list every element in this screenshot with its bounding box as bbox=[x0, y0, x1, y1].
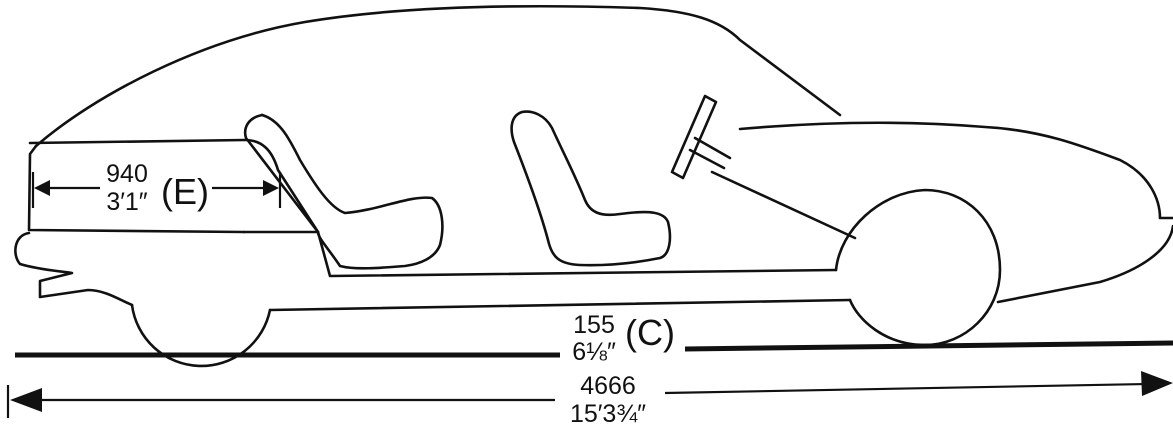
e-arrowhead-right bbox=[263, 180, 279, 196]
steering-assembly bbox=[670, 94, 732, 180]
dimension-ground-clearance: 155 6⅛″ (C) bbox=[572, 311, 675, 366]
rear-wheel bbox=[130, 303, 272, 368]
c-value-imperial: 6⅛″ bbox=[572, 338, 616, 366]
firewall-line bbox=[710, 170, 857, 240]
e-value-mm: 940 bbox=[106, 160, 148, 188]
front-wheel-arch bbox=[834, 188, 1002, 347]
c-value-mm: 155 bbox=[573, 311, 615, 339]
sill-line bbox=[268, 298, 852, 312]
e-value-imperial: 3′1″ bbox=[106, 188, 147, 216]
cabin-floor bbox=[242, 230, 838, 278]
c-letter: (C) bbox=[625, 312, 675, 353]
length-dimension-line-right bbox=[664, 382, 1149, 395]
ground-line-right bbox=[684, 340, 1173, 352]
rear-seat bbox=[243, 113, 444, 270]
ground-line bbox=[15, 340, 1173, 358]
e-arrowhead-left bbox=[34, 180, 50, 196]
car-outline bbox=[14, 4, 1173, 312]
length-value-mm: 4666 bbox=[580, 372, 636, 400]
rear-panel bbox=[27, 144, 246, 234]
steering-column bbox=[688, 136, 732, 170]
rear-seat-outline bbox=[260, 113, 444, 270]
roofline bbox=[34, 4, 842, 148]
rear-seat-back bbox=[243, 113, 320, 234]
bonnet-line bbox=[738, 121, 1173, 220]
length-arrowhead-right bbox=[1141, 371, 1173, 396]
length-arrowhead-left bbox=[10, 388, 42, 412]
luggage-lid-line bbox=[28, 138, 320, 234]
rear-bumper bbox=[14, 231, 134, 307]
wheels bbox=[130, 188, 1002, 368]
front-seat bbox=[510, 110, 672, 267]
e-letter: (E) bbox=[161, 171, 209, 212]
nose-lower-edge bbox=[996, 224, 1173, 304]
dimension-overall-length: 4666 15′3¾″ bbox=[6, 371, 1173, 428]
dimension-luggage-depth: 940 3′1″ (E) bbox=[31, 160, 282, 216]
steering-wheel bbox=[670, 94, 718, 180]
length-value-imperial: 15′3¾″ bbox=[570, 400, 646, 428]
front-seat-outline bbox=[510, 110, 672, 267]
